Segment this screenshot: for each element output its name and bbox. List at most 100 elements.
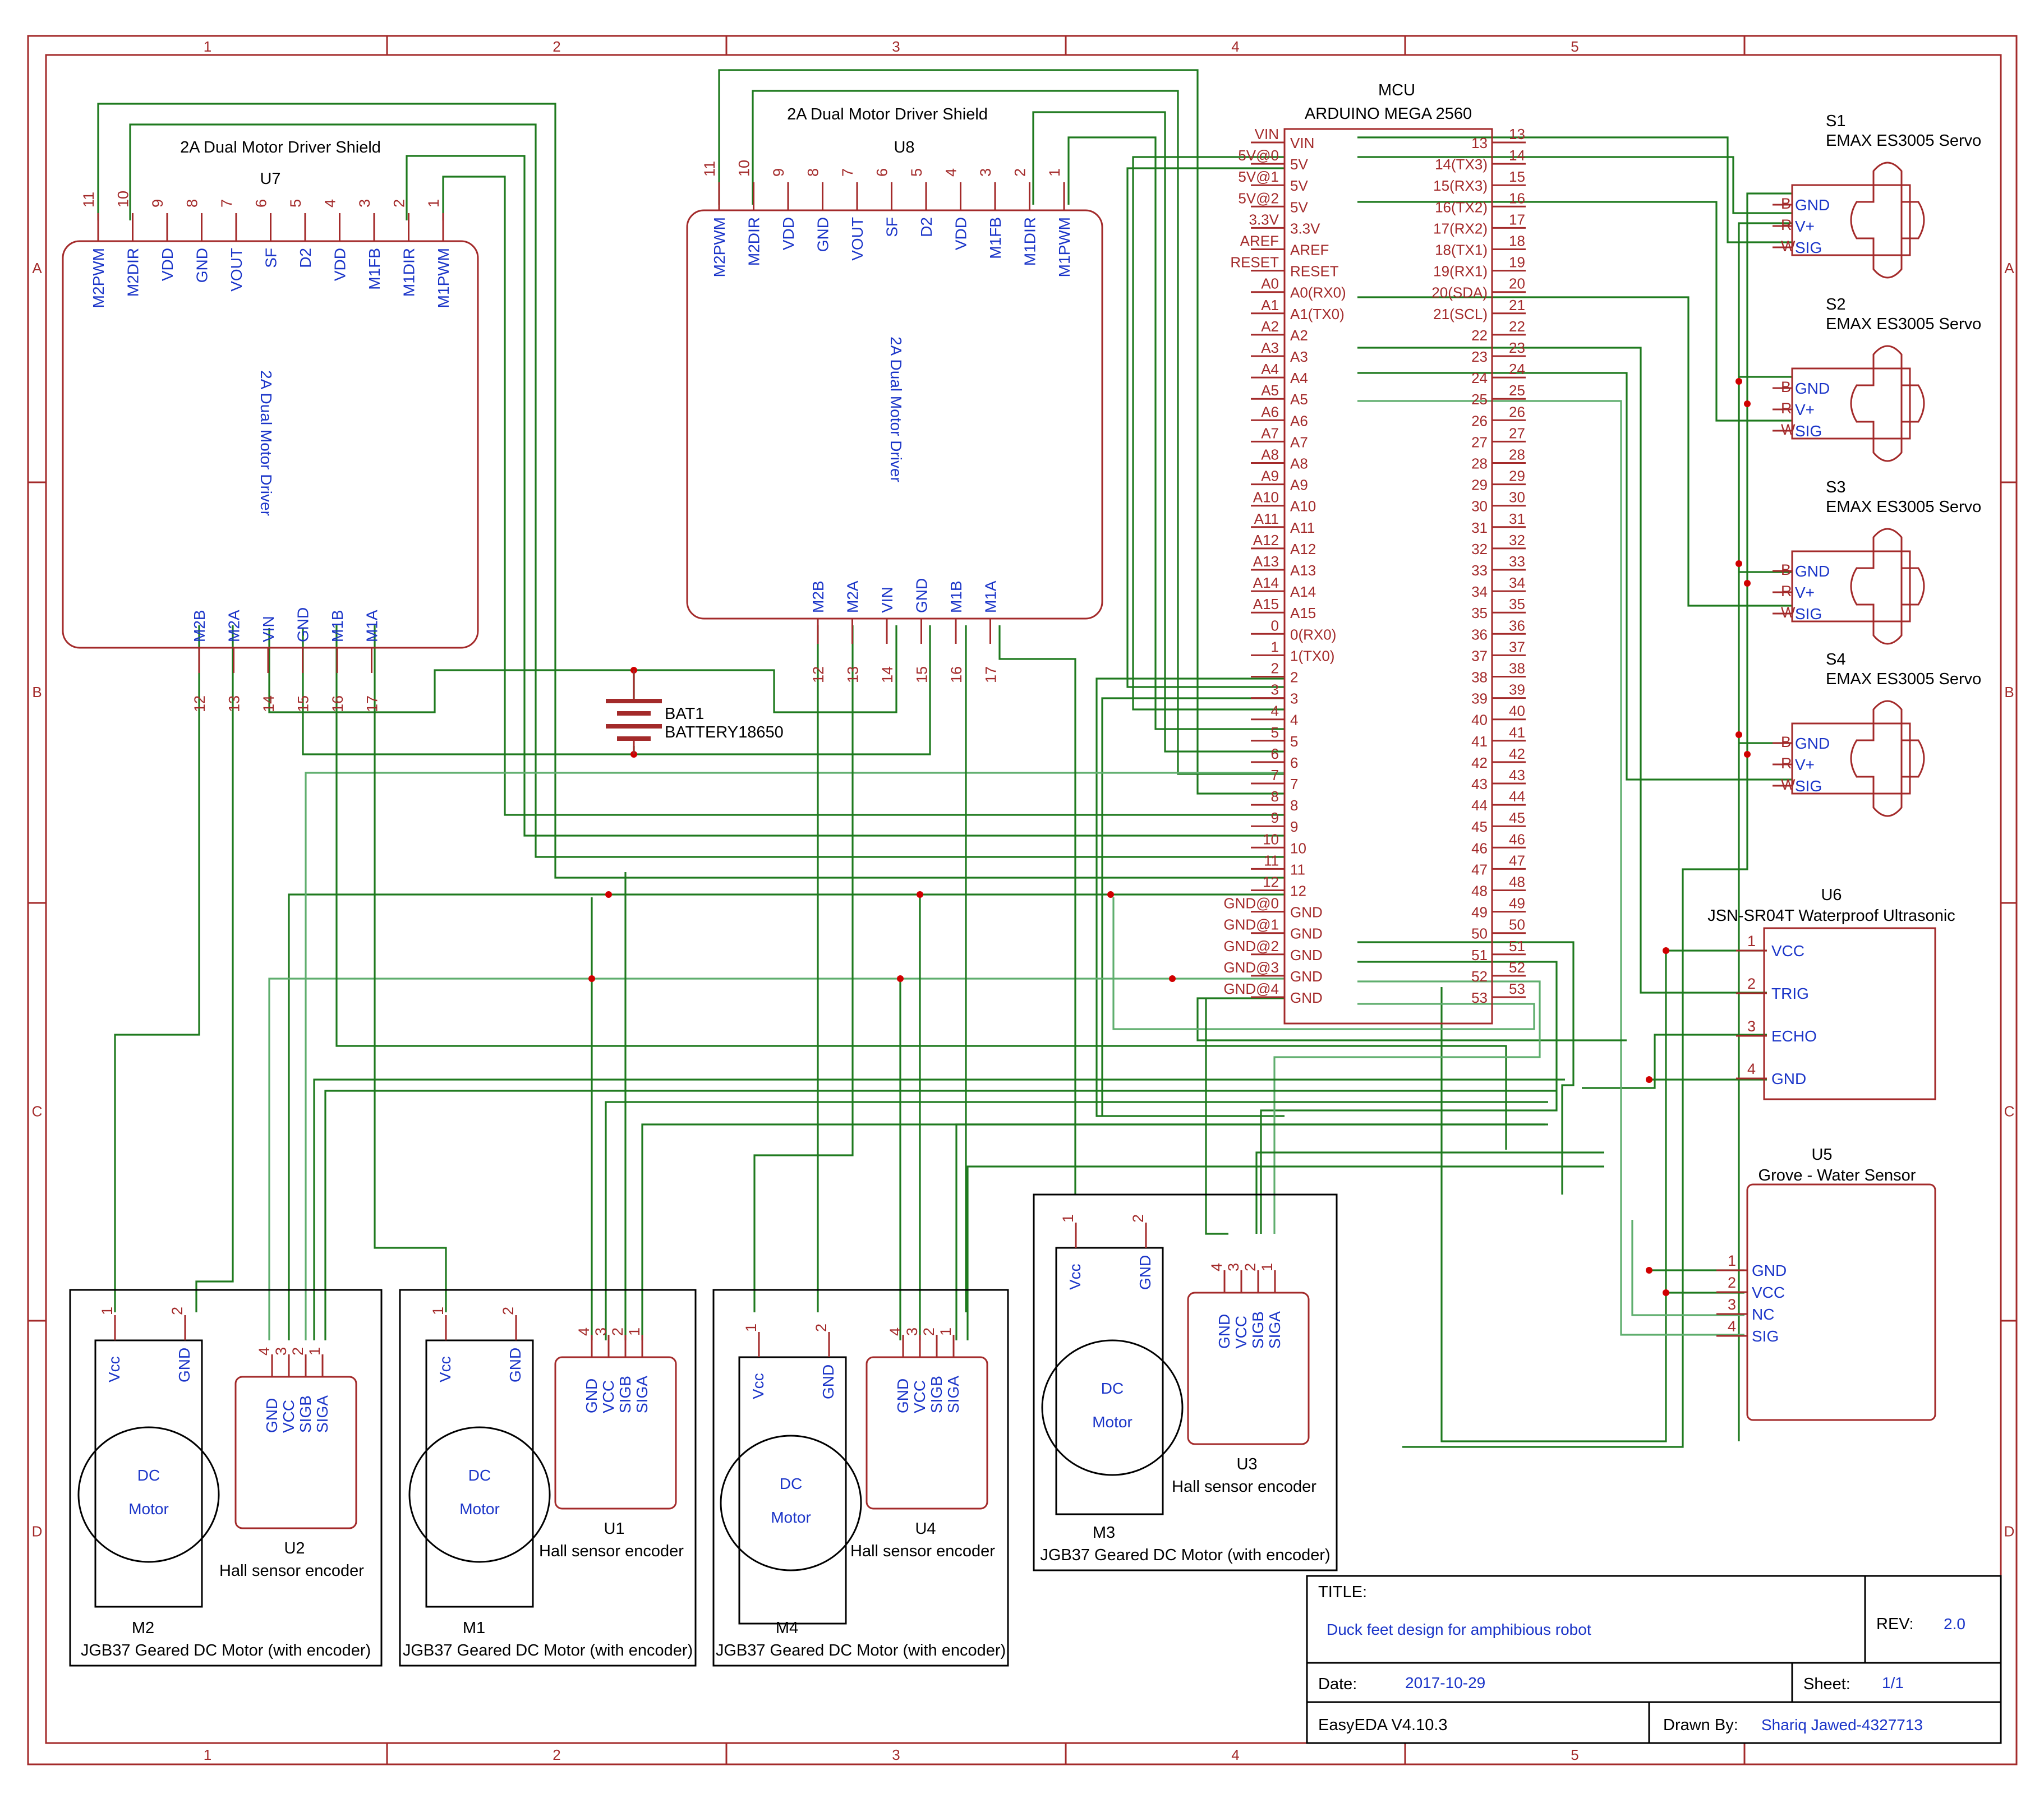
mcu-left-pin-outer: GND@4 (1223, 980, 1279, 997)
u6-pins-pin-name: VCC (1771, 942, 1804, 960)
u7-top-pin-num: 5 (287, 199, 304, 208)
mcu-left-pin-inner: RESET (1290, 263, 1339, 280)
mcu-right-pin-outer: 49 (1509, 895, 1525, 912)
servo-pin-num: B (1781, 379, 1791, 395)
encoder-label: Hall sensor encoder (219, 1562, 364, 1580)
u8-bottom-pin-name: VIN (878, 587, 896, 613)
encoder-pin-num: 1 (937, 1327, 954, 1336)
motor-ref: M1 (463, 1619, 485, 1637)
servo-pin-name: SIG (1795, 422, 1822, 440)
mcu-right-pin-inner: 30 (1471, 498, 1488, 515)
row-label-left: B (32, 684, 42, 700)
mcu-right-pin-outer: 40 (1509, 703, 1525, 720)
mcu-left-pin-outer: A12 (1253, 532, 1279, 548)
mcu-left-pin-outer: A13 (1253, 553, 1279, 570)
mcu-right-pin-inner: 29 (1471, 477, 1488, 494)
motor-text-dc: DC (468, 1467, 491, 1484)
mcu-left-pin-inner: A13 (1290, 562, 1316, 579)
encoder-pin-num: 1 (626, 1327, 643, 1336)
servo-name: EMAX ES3005 Servo (1826, 498, 1981, 516)
u8-top-pin-num: 6 (874, 168, 891, 177)
u7-top-pin-num: 1 (425, 199, 442, 208)
u8-top-pin-name: M1PWM (1056, 217, 1073, 277)
mcu-right-pin-inner: 42 (1471, 754, 1488, 771)
mcu-right-pin-outer: 36 (1509, 617, 1525, 634)
motor-label: JGB37 Geared DC Motor (with encoder) (403, 1642, 693, 1659)
servo-pin-num: R (1781, 216, 1792, 233)
encoder-pin-num: 1 (306, 1347, 323, 1356)
mcu-left-pin-inner: 0(RX0) (1290, 626, 1336, 643)
mcu-right-pin-outer: 43 (1509, 767, 1525, 783)
mcu-right-pin-outer: 47 (1509, 852, 1525, 869)
encoder-pin-num: 2 (1242, 1263, 1259, 1271)
motor-text-motor: Motor (1092, 1413, 1133, 1431)
mcu-right-pin-outer: 15 (1509, 168, 1525, 185)
mcu-left-pin-outer: 3.3V (1249, 211, 1279, 228)
u7-inner-label: 2A Dual Motor Driver (257, 370, 275, 516)
motor-pin-num: 1 (1060, 1214, 1076, 1223)
col-label-bottom: 3 (892, 1746, 900, 1763)
rev-value: 2.0 (1944, 1615, 1965, 1633)
servo-pin-num: R (1781, 755, 1792, 772)
encoder-pin-num: 2 (609, 1327, 626, 1336)
mcu-left-pin-inner: 5V (1290, 199, 1308, 215)
motor-ref: M4 (776, 1619, 798, 1637)
u5-ref: U5 (1811, 1146, 1832, 1164)
mcu-right-pin-inner: 20(SDA) (1431, 284, 1488, 301)
mcu-left-pin-outer: GND@0 (1223, 895, 1279, 912)
mcu-left-pin-outer: 5V@1 (1238, 168, 1279, 185)
u7-top-pin-name: GND (194, 248, 211, 283)
u7-top-pin-name: M1FB (366, 248, 383, 290)
u7-top-pin-num: 2 (391, 199, 408, 208)
encoder-pin-name: SIGB (297, 1395, 314, 1433)
u6-pins-pin-num: 1 (1747, 933, 1756, 949)
mcu-left-pin-outer: A9 (1261, 468, 1279, 485)
encoder-pin-name: GND (263, 1398, 280, 1433)
mcu-left-pin-inner: 11 (1290, 861, 1305, 878)
mcu-right-pin-outer: 31 (1509, 510, 1525, 527)
mcu-left-pin-inner: GND (1290, 947, 1323, 963)
mcu-right-pin-outer: 22 (1509, 318, 1525, 335)
mcu-right-pin-outer: 28 (1509, 446, 1525, 463)
u5-pins-pin-name: SIG (1752, 1327, 1779, 1345)
u8-bottom-pin-num: 12 (810, 666, 827, 683)
motor-pin-num: 1 (743, 1324, 759, 1332)
servo-pin-name: V+ (1795, 218, 1815, 235)
u8-top-pin-name: GND (814, 217, 832, 252)
mcu-right-pin-outer: 20 (1509, 275, 1525, 292)
encoder-pin-num: 4 (887, 1327, 904, 1336)
encoder-pin-name: SIGB (928, 1376, 945, 1413)
mcu-left-pin-inner: GND (1290, 989, 1323, 1006)
mcu-right-pin-outer: 38 (1509, 660, 1525, 677)
u7-bottom-pin-num: 15 (295, 695, 312, 712)
u8-top-pin-num: 7 (839, 168, 856, 177)
mcu-right-pin-outer: 52 (1509, 959, 1525, 976)
col-label-bottom: 4 (1231, 1746, 1239, 1763)
date-value: 2017-10-29 (1405, 1674, 1485, 1691)
mcu-right-pin-outer: 37 (1509, 638, 1525, 655)
encoder-pin-name: VCC (911, 1380, 928, 1413)
mcu-right-pin-outer: 53 (1509, 980, 1525, 997)
encoder-ref: U1 (604, 1520, 624, 1538)
servo-name: EMAX ES3005 Servo (1826, 315, 1981, 333)
mcu-right-pin-inner: 19(RX1) (1433, 263, 1488, 280)
servo-name: EMAX ES3005 Servo (1826, 670, 1981, 688)
mcu-right-pin-outer: 30 (1509, 489, 1525, 506)
encoder-pin-num: 3 (1225, 1263, 1242, 1271)
encoder-pin-num: 1 (1259, 1263, 1276, 1271)
mcu-right-pin-outer: 13 (1509, 126, 1525, 142)
mcu-right-pin-inner: 25 (1471, 391, 1488, 408)
junction-dots (588, 378, 1751, 1296)
motor-text-dc: DC (780, 1475, 802, 1492)
motor-label: JGB37 Geared DC Motor (with encoder) (1040, 1546, 1330, 1564)
mcu-left-pin-outer: 0 (1271, 617, 1279, 634)
mcu-left-pin-inner: VIN (1290, 135, 1314, 151)
motor-pin-name: Vcc (749, 1373, 767, 1399)
encoder-pin-num: 2 (289, 1347, 306, 1356)
